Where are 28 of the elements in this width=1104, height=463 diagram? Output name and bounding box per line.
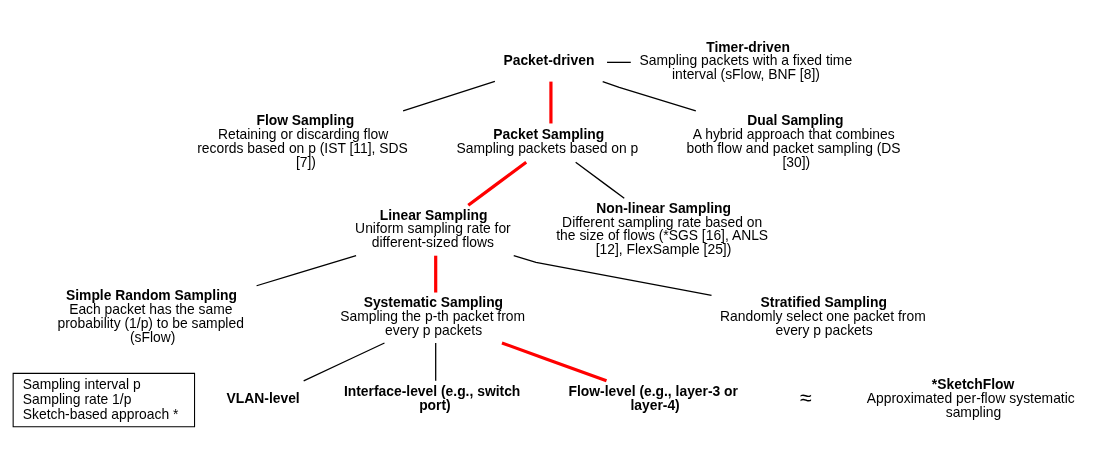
node-text: Timer-driven Sampling packets with a fixed time interval (sFlow, BNF [8]) [639,38,853,82]
connector [435,341,437,381]
connector [575,161,625,199]
connector [602,80,697,111]
node-text: Packet Sampling Sampling packets based on p [456,125,639,156]
node-text: Interface-level (e.g., switch port) [343,382,521,413]
connector [255,254,357,286]
node-text: Systematic Sampling Sampling the p-th packet from every p packets [340,293,526,338]
label: ≈ [800,385,812,410]
connector [501,340,608,382]
node-text: *SketchFlow Approximated per-flow systematic sampling [866,375,1075,420]
connector [303,341,386,381]
node-text: Packet-driven [503,51,595,68]
connector [402,80,496,111]
connector [434,255,438,293]
connector [467,160,528,206]
connector [606,61,632,63]
node-text: Flow Sampling Retaining or discarding flow records based on p (IST [11], SDS [7]) [197,111,408,170]
node-text: Stratified Sampling Randomly select one packet from every p packets [720,293,926,338]
node-text: Dual Sampling A hybrid approach that combines both flow and packet sampling (DS [30]) [686,111,901,170]
node-text: VLAN-level [226,389,300,406]
node-box: Sampling interval p Sampling rate 1/p Sketch-based approach * [12,372,196,427]
node-text: Flow-level (e.g., layer-3 or layer-4) [568,382,738,413]
connector [549,81,553,123]
node-text: Simple Random Sampling Each packet has the same probability (1/p) to be sampled (sFlow) [57,286,244,345]
connector [513,254,713,296]
node-text: Linear Sampling Uniform sampling rate for different-sized flows [355,206,511,250]
node-text: Non-linear Sampling Different sampling rate based on the size of flows (*SGS [16], ANLS [12], FlexSample [25]) [556,199,769,257]
